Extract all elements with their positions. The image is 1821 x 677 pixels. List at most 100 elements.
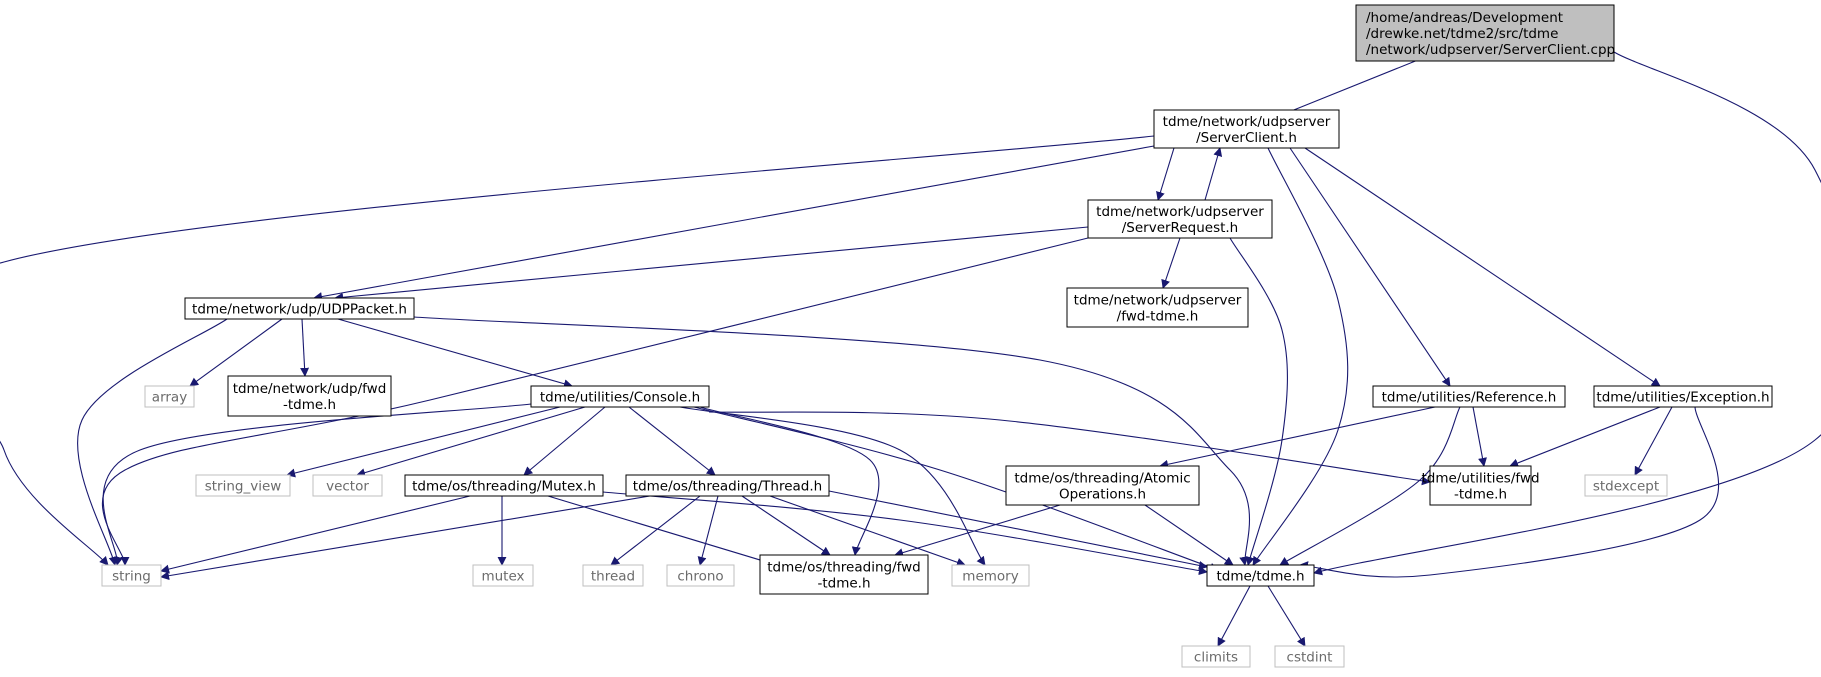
node-box-tdme_h	[1206, 564, 1315, 587]
edge-atomic_h-to-tdme_h	[1144, 504, 1234, 566]
nodes-layer: /home/andreas/Development/drewke.net/tdm…	[101, 4, 1773, 668]
node-stdexcept: stdexcept	[1584, 474, 1668, 497]
node-memory: memory	[951, 564, 1030, 587]
edge-atomic_h-to-threading_fwd	[894, 504, 1061, 557]
node-label-serverrequest_h-1: /ServerRequest.h	[1122, 220, 1239, 236]
edge-thread_h-to-tdme_h	[828, 490, 1208, 570]
edge-serverrequest_h-to-udppacket_h	[334, 226, 1089, 302]
edge-serverclient_h-to-udppacket_h	[313, 145, 1155, 301]
node-label-utilities_fwd-1: -tdme.h	[1454, 487, 1507, 503]
node-label-memory-0: memory	[962, 569, 1018, 585]
edge-mutex_h-to-threading_fwd	[547, 495, 781, 568]
edge-exception_h-to-utilities_fwd	[1509, 406, 1661, 468]
node-label-serverclient_h-1: /ServerClient.h	[1196, 130, 1297, 146]
node-utilities_fwd[interactable]: tdme/utilities/fwd-tdme.h	[1421, 465, 1540, 506]
node-string: string	[101, 564, 162, 587]
node-box-serverrequest_h	[1087, 199, 1273, 239]
node-box-atomic_h	[1005, 465, 1200, 506]
node-label-exception_h-0: tdme/utilities/Exception.h	[1596, 390, 1769, 406]
node-box-serverclient_h	[1153, 109, 1340, 149]
edge-thread_h-to-threading_fwd	[741, 495, 831, 556]
node-box-thread_h	[625, 474, 830, 497]
edge-serverclient_h-to-string	[0, 135, 1155, 566]
node-udp_fwd[interactable]: tdme/network/udp/fwd-tdme.h	[227, 375, 392, 417]
node-label-mutex_h-0: tdme/os/threading/Mutex.h	[412, 479, 596, 495]
node-label-reference_h-0: tdme/utilities/Reference.h	[1382, 390, 1557, 406]
node-label-threading_fwd-1: -tdme.h	[817, 576, 870, 592]
node-threading_fwd[interactable]: tdme/os/threading/fwd-tdme.h	[759, 554, 929, 595]
node-box-reference_h	[1372, 385, 1566, 408]
edge-tdme_h-to-cstdint	[1267, 585, 1306, 647]
node-root[interactable]: /home/andreas/Development/drewke.net/tdm…	[1355, 4, 1615, 62]
node-label-root-2: /network/udpserver/ServerClient.cpp	[1366, 42, 1615, 58]
node-label-mutex-0: mutex	[481, 569, 524, 585]
node-label-climits-0: climits	[1194, 650, 1238, 666]
node-label-root-1: /drewke.net/tdme2/src/tdme	[1366, 26, 1558, 42]
node-label-utilities_fwd-0: tdme/utilities/fwd	[1421, 471, 1539, 487]
node-mutex_h[interactable]: tdme/os/threading/Mutex.h	[404, 474, 604, 497]
node-tdme_h[interactable]: tdme/tdme.h	[1206, 564, 1315, 587]
node-box-utilities_fwd	[1429, 465, 1532, 506]
edge-serverclient_h-to-reference_h	[1289, 147, 1451, 387]
edge-console_h-to-memory	[679, 406, 986, 566]
node-label-string-0: string	[112, 569, 151, 585]
node-label-vector-0: vector	[326, 479, 369, 495]
node-label-serverrequest_h-0: tdme/network/udpserver	[1096, 204, 1264, 220]
node-box-chrono	[666, 564, 735, 587]
node-label-threading_fwd-0: tdme/os/threading/fwd	[767, 560, 921, 576]
node-label-atomic_h-0: tdme/os/threading/Atomic	[1014, 471, 1190, 487]
edge-console_h-to-tdme_h	[693, 406, 1219, 572]
node-box-string	[101, 564, 162, 587]
edge-mutex_h-to-tdme_h	[602, 491, 1208, 576]
node-chrono: chrono	[666, 564, 735, 587]
edge-console_h-to-string_view	[286, 406, 561, 478]
node-thread: thread	[582, 564, 644, 587]
node-serverrequest_h[interactable]: tdme/network/udpserver/ServerRequest.h	[1087, 199, 1273, 239]
node-box-exception_h	[1593, 385, 1773, 408]
node-label-chrono-0: chrono	[677, 569, 723, 585]
node-label-cstdint-0: cstdint	[1287, 650, 1333, 666]
node-udpserver_fwd[interactable]: tdme/network/udpserver/fwd-tdme.h	[1066, 287, 1249, 328]
node-label-udppacket_h-0: tdme/network/udp/UDPPacket.h	[192, 302, 407, 318]
edge-udppacket_h-to-console_h	[337, 318, 573, 389]
edge-mutex_h-to-string	[160, 495, 471, 574]
node-box-stdexcept	[1584, 474, 1668, 497]
node-serverclient_h[interactable]: tdme/network/udpserver/ServerClient.h	[1153, 109, 1340, 149]
node-label-root-0: /home/andreas/Development	[1366, 10, 1563, 26]
edge-serverclient_h-to-serverrequest_h	[1156, 147, 1175, 201]
edge-thread_h-to-thread	[610, 495, 701, 566]
edge-console_h-to-threading_fwd	[699, 406, 880, 556]
edge-serverclient_h-to-exception_h	[1304, 147, 1661, 387]
edge-reference_h-to-atomic_h	[1159, 406, 1436, 469]
edge-tdme_h-to-climits	[1217, 585, 1251, 647]
node-console_h[interactable]: tdme/utilities/Console.h	[530, 385, 710, 408]
node-vector: vector	[312, 474, 383, 497]
node-label-thread-0: thread	[591, 569, 635, 585]
node-label-tdme_h-0: tdme/tdme.h	[1216, 569, 1304, 585]
node-box-vector	[312, 474, 383, 497]
edge-serverrequest_h-to-tdme_h	[1229, 237, 1288, 566]
node-box-udpserver_fwd	[1066, 287, 1249, 328]
edge-root-to-tdme_h	[1313, 51, 1821, 576]
edge-serverrequest_h-to-udpserver_fwd	[1161, 237, 1181, 289]
edge-serverclient_h-to-tdme_h	[1252, 147, 1349, 566]
edge-console_h-to-string	[102, 403, 532, 566]
edge-reference_h-to-tdme_h	[1279, 406, 1461, 566]
node-exception_h[interactable]: tdme/utilities/Exception.h	[1593, 385, 1773, 408]
edge-exception_h-to-stdexcept	[1634, 406, 1673, 476]
edge-console_h-to-thread_h	[628, 406, 716, 476]
edges-layer	[0, 32, 1821, 647]
node-box-memory	[951, 564, 1030, 587]
edge-udppacket_h-to-array	[189, 318, 283, 387]
node-thread_h[interactable]: tdme/os/threading/Thread.h	[625, 474, 830, 497]
node-string_view: string_view	[195, 474, 291, 497]
node-box-string_view	[195, 474, 291, 497]
node-udppacket_h[interactable]: tdme/network/udp/UDPPacket.h	[184, 297, 415, 320]
node-label-udp_fwd-0: tdme/network/udp/fwd	[233, 381, 387, 397]
node-reference_h[interactable]: tdme/utilities/Reference.h	[1372, 385, 1566, 408]
node-box-udp_fwd	[227, 375, 392, 417]
edge-udppacket_h-to-udp_fwd	[300, 318, 310, 377]
edge-thread_h-to-memory	[769, 495, 966, 567]
